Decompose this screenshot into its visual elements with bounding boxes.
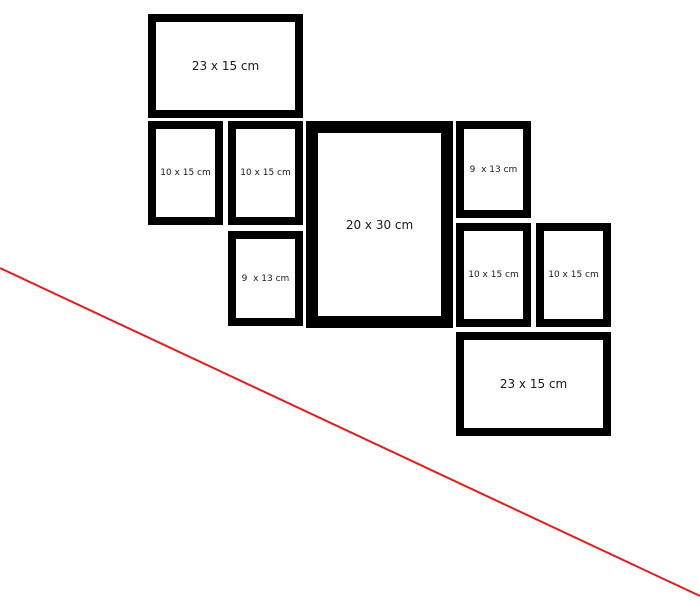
frame-size-label: 9 x 13 cm (469, 164, 518, 175)
frame-9x13-upper-right: 9 x 13 cm (456, 121, 531, 218)
frame-10x15-left: 10 x 15 cm (148, 121, 223, 225)
frame-size-label: 10 x 15 cm (160, 168, 211, 178)
frame-10x15-right-a: 10 x 15 cm (456, 223, 531, 327)
frame-size-label: 9 x 13 cm (241, 273, 290, 284)
frame-size-label: 10 x 15 cm (548, 270, 599, 280)
frame-9x13-lower-left: 9 x 13 cm (228, 231, 303, 326)
frame-23x15-bottom: 23 x 15 cm (456, 332, 611, 436)
frame-size-label: 20 x 30 cm (345, 217, 414, 232)
frame-10x15-right-b: 10 x 15 cm (536, 223, 611, 327)
frame-size-label: 23 x 15 cm (499, 377, 568, 391)
frame-size-label: 23 x 15 cm (191, 59, 260, 73)
frame-20x30-center: 20 x 30 cm (306, 121, 453, 328)
frame-size-label: 10 x 15 cm (240, 168, 291, 178)
frame-size-label: 10 x 15 cm (468, 270, 519, 280)
frame-23x15-top: 23 x 15 cm (148, 14, 303, 118)
frame-10x15-middle-left: 10 x 15 cm (228, 121, 303, 225)
